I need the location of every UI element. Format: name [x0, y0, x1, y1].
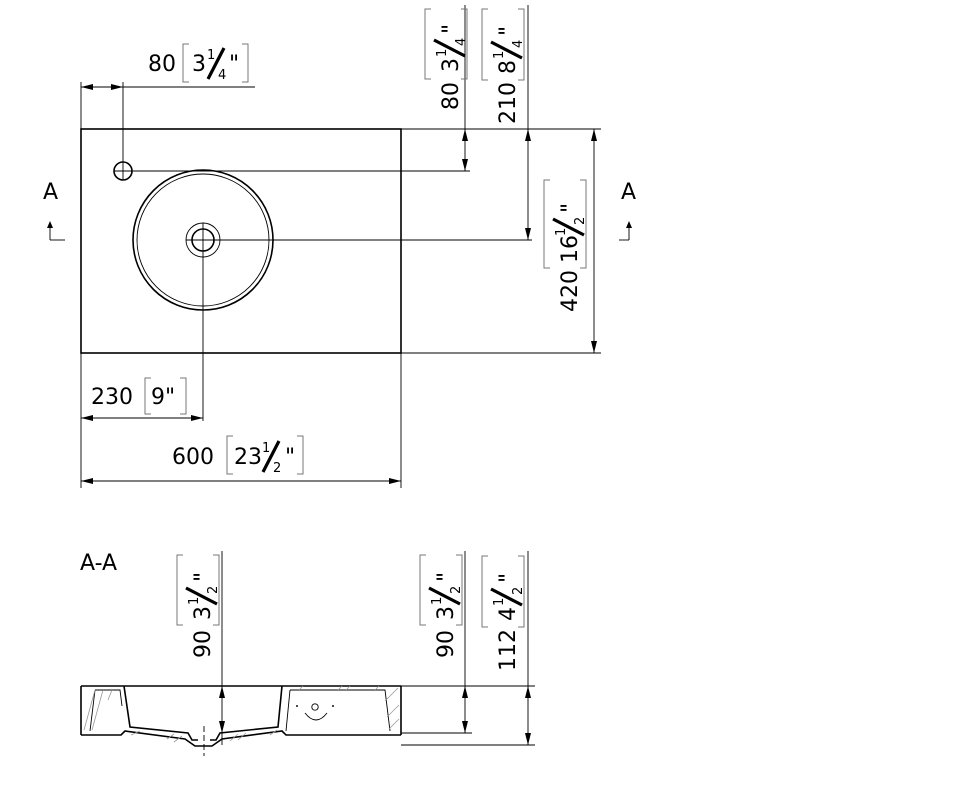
svg-text:90: 90 — [434, 630, 459, 658]
svg-text:4: 4 — [454, 38, 469, 46]
section-marker-left: A — [43, 180, 65, 241]
svg-text:": " — [229, 52, 239, 77]
svg-text:16: 16 — [558, 235, 583, 263]
svg-text:1: 1 — [187, 597, 202, 605]
dim-label-tap-y: 80 3 1 4 " — [424, 8, 469, 110]
svg-text:1: 1 — [435, 49, 450, 57]
svg-text:2: 2 — [449, 586, 464, 594]
dim-label-drain-y: 210 8 1 4 " — [481, 8, 526, 124]
dim-label-bowl-depth: 90 3 1 2 " — [176, 554, 221, 658]
svg-text:1: 1 — [492, 598, 507, 606]
svg-text:": " — [285, 445, 295, 470]
svg-text:112: 112 — [496, 629, 521, 671]
svg-text:": " — [496, 26, 521, 36]
section-hatching — [83, 685, 400, 743]
svg-text:2: 2 — [573, 217, 588, 225]
svg-text:2: 2 — [273, 461, 281, 476]
svg-text:4: 4 — [496, 607, 521, 621]
svg-text:4: 4 — [511, 40, 526, 48]
svg-text:1: 1 — [554, 228, 569, 236]
svg-text:A: A — [621, 180, 636, 205]
section-view: A-A — [80, 551, 535, 756]
svg-text:A: A — [43, 180, 58, 205]
dim-label-width: 600 23 1 2 " — [172, 435, 304, 476]
svg-text:420: 420 — [558, 270, 583, 312]
svg-text:80: 80 — [148, 52, 176, 77]
dim-label-tap-x: 80 3 1 4 " — [148, 43, 249, 83]
dim-label-depth: 420 16 1 2 " — [543, 179, 588, 312]
svg-text:": " — [496, 573, 521, 583]
svg-text:": " — [558, 203, 583, 213]
dim-label-drain-x: 230 9" — [91, 377, 187, 415]
section-title: A-A — [80, 551, 117, 576]
svg-text:210: 210 — [496, 82, 521, 124]
svg-text:3: 3 — [439, 58, 464, 72]
svg-text:2: 2 — [511, 587, 526, 595]
svg-text:": " — [191, 572, 216, 582]
svg-text:90: 90 — [191, 630, 216, 658]
svg-text:230: 230 — [91, 385, 133, 410]
svg-text:8: 8 — [496, 60, 521, 74]
basin-outline — [80, 128, 402, 354]
svg-text:1: 1 — [262, 441, 270, 456]
svg-text:3: 3 — [434, 606, 459, 620]
svg-text:": " — [439, 24, 464, 34]
svg-text:23: 23 — [234, 445, 262, 470]
svg-text:3: 3 — [192, 52, 206, 77]
svg-text:4: 4 — [218, 68, 226, 83]
top-view: 80 3 1 4 " 80 3 1 4 " 210 8 1 — [43, 5, 636, 488]
svg-text:2: 2 — [206, 586, 221, 594]
svg-text:1: 1 — [207, 48, 215, 63]
svg-text:80: 80 — [439, 82, 464, 110]
dim-label-total-height: 112 4 1 2 " — [481, 555, 526, 671]
section-marker-right: A — [619, 180, 636, 241]
dim-label-basin-height: 90 3 1 2 " — [419, 554, 464, 658]
svg-text:1: 1 — [430, 597, 445, 605]
svg-text:600: 600 — [172, 445, 214, 470]
svg-text:1: 1 — [492, 51, 507, 59]
svg-text:": " — [434, 572, 459, 582]
svg-text:3: 3 — [191, 606, 216, 620]
svg-text:9": 9" — [151, 385, 175, 410]
section-profile — [80, 685, 402, 756]
